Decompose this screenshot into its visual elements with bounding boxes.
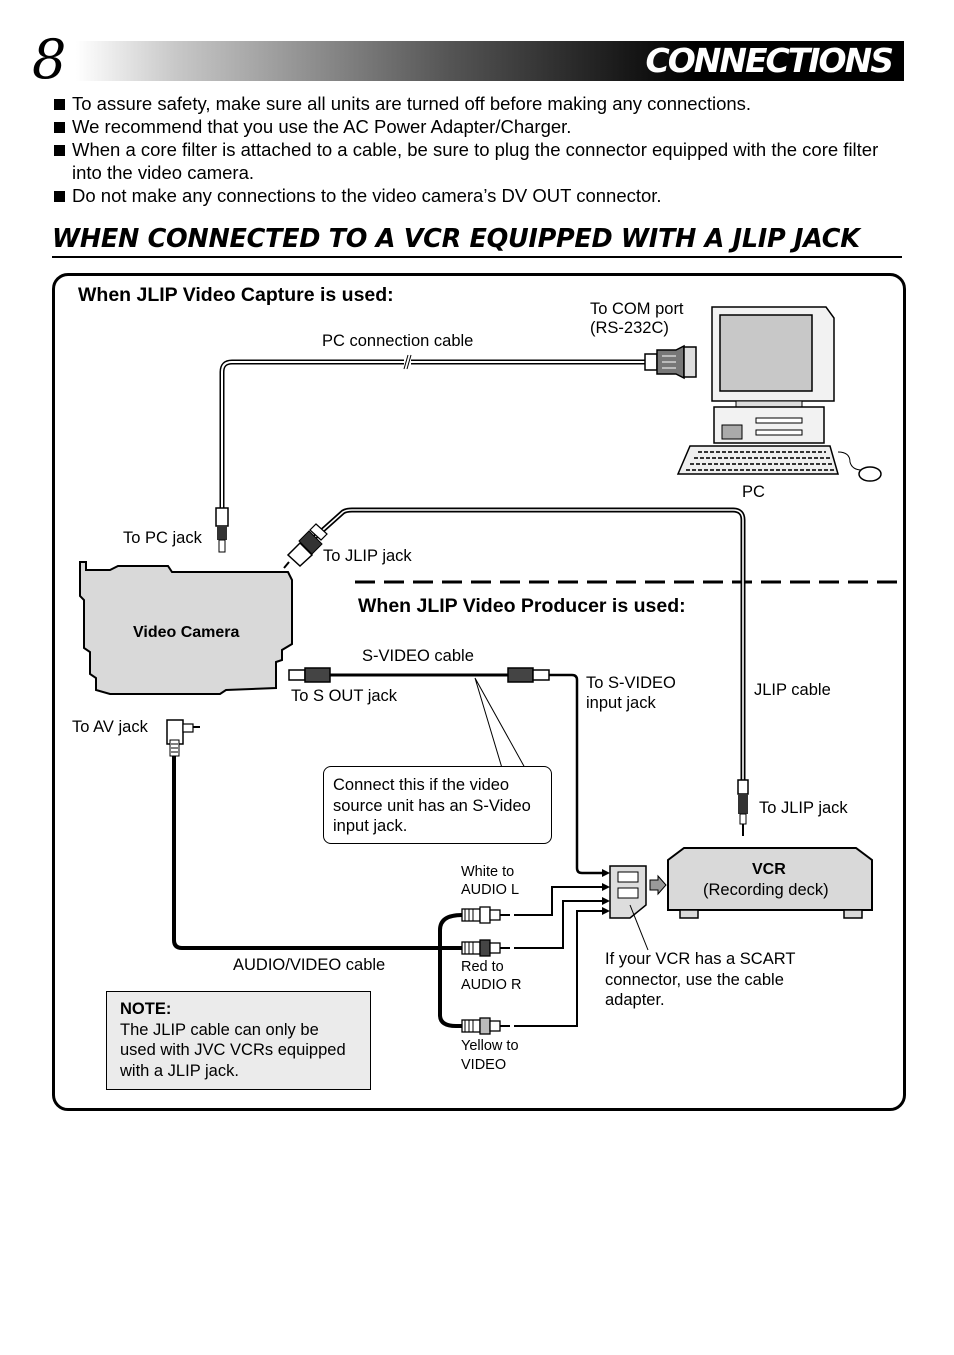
scart-adapter-icon (609, 865, 667, 919)
capture-heading: When JLIP Video Capture is used: (78, 284, 394, 306)
jlip-plug-vcr-icon (737, 779, 749, 836)
bullet-item: We recommend that you use the AC Power A… (52, 115, 902, 138)
pc-jack-plug-icon (215, 507, 229, 553)
scart-note-label-2: connector, use the cable (605, 971, 784, 989)
note-title: NOTE: (120, 1000, 172, 1018)
scart-note-label: If your VCR has a SCART (605, 950, 796, 968)
page-title: CONNECTIONS (645, 41, 894, 80)
page-number: 8 (32, 28, 67, 91)
to-av-jack-label: To AV jack (72, 718, 148, 736)
producer-heading: When JLIP Video Producer is used: (358, 595, 686, 617)
square-bullet-icon (54, 122, 65, 133)
pc-label: PC (742, 483, 765, 501)
yellow-video-label-2: VIDEO (461, 1057, 507, 1073)
rca-plug-red-icon (461, 939, 510, 957)
recording-deck-label: (Recording deck) (703, 881, 829, 899)
white-audio-l-label: White to (461, 864, 515, 880)
to-svideo-label: To S-VIDEO (586, 674, 676, 692)
svideo-cable-label: S-VIDEO cable (362, 647, 474, 665)
bullet-item: To assure safety, make sure all units ar… (52, 92, 902, 115)
square-bullet-icon (54, 145, 65, 156)
adapter-input-arrows-icon (602, 869, 610, 915)
audio-video-cable (172, 755, 462, 950)
square-bullet-icon (54, 99, 65, 110)
vcr-icon (667, 847, 873, 919)
yellow-video-label: Yellow to (461, 1038, 519, 1054)
vcr-label: VCR (752, 861, 786, 878)
pc-computer-icon (676, 306, 882, 482)
to-s-out-jack-label: To S OUT jack (291, 687, 398, 705)
red-audio-r-label-2: AUDIO R (461, 977, 522, 993)
jlip-cable-label: JLIP cable (754, 681, 831, 699)
com-port-label-2: (RS-232C) (590, 319, 669, 337)
com-port-connector-icon (644, 344, 697, 380)
section-title: WHEN CONNECTED TO A VCR EQUIPPED WITH A … (52, 222, 902, 258)
to-jlip-jack-camera-label: To JLIP jack (323, 547, 412, 565)
to-svideo-label-2: input jack (586, 694, 656, 712)
scart-note-label-3: adapter. (605, 991, 665, 1009)
svideo-plug-left-icon (288, 667, 331, 683)
rca-plug-yellow-icon (461, 1017, 510, 1035)
video-camera-icon (79, 561, 293, 695)
av-plug-icon (166, 719, 200, 757)
red-audio-r-label: Red to (461, 959, 504, 975)
jlip-plug-camera-icon (283, 523, 328, 569)
bullet-item: Do not make any connections to the video… (52, 184, 902, 207)
to-pc-jack-label: To PC jack (123, 529, 202, 547)
diagram-frame (52, 273, 906, 1111)
com-port-label: To COM port (590, 300, 684, 318)
svideo-callout: Connect this if the video source unit ha… (323, 766, 552, 844)
video-camera-label: Video Camera (133, 624, 240, 641)
pc-cable-label: PC connection cable (322, 332, 474, 350)
core-filter-mark-icon (403, 354, 412, 370)
safety-bullet-list: To assure safety, make sure all units ar… (52, 92, 902, 207)
av-cable-label: AUDIO/VIDEO cable (233, 956, 386, 974)
note-box: NOTE: The JLIP cable can only be used wi… (106, 991, 371, 1090)
svideo-plug-right-icon (507, 667, 550, 683)
white-audio-l-label-2: AUDIO L (461, 882, 520, 898)
pc-connection-cable (219, 359, 648, 508)
header-bar: CONNECTIONS (76, 41, 904, 81)
to-jlip-jack-vcr-label: To JLIP jack (759, 799, 848, 817)
square-bullet-icon (54, 191, 65, 202)
bullet-item: When a core filter is attached to a cabl… (52, 138, 902, 184)
rca-plug-white-icon (461, 906, 510, 924)
